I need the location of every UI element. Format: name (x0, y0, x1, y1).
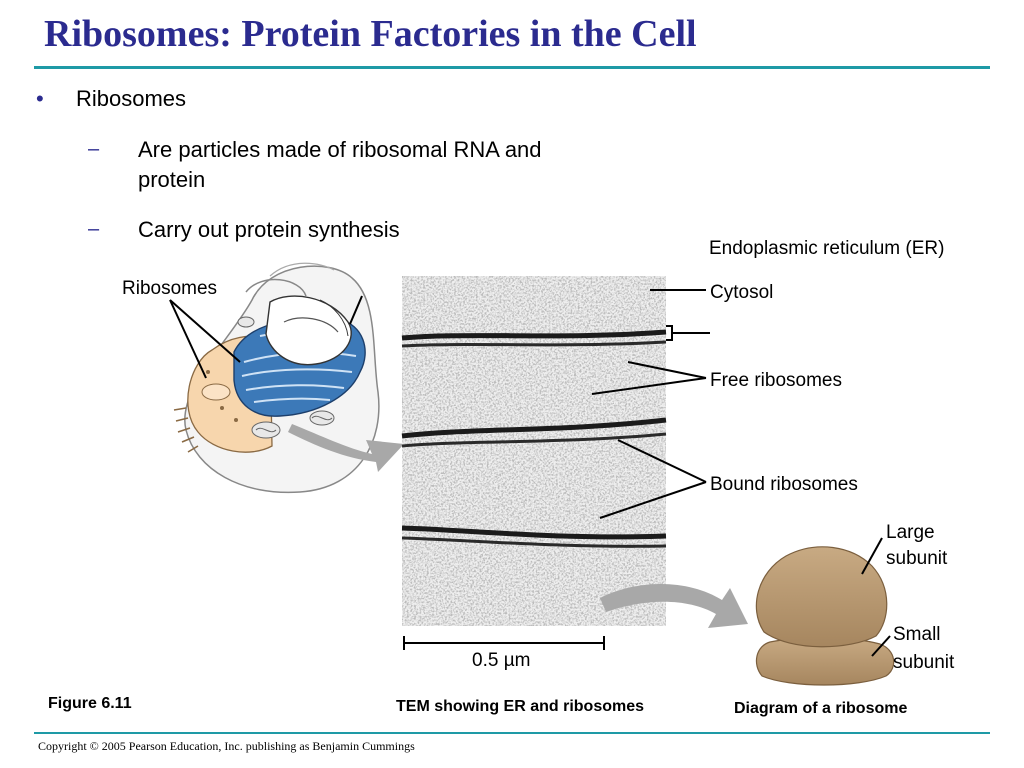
tem-pointers (591, 289, 710, 519)
subbullet-synthesis: Carry out protein synthesis (138, 217, 400, 242)
caption-diagram: Diagram of a ribosome (734, 700, 908, 717)
ribosome-diagram (755, 546, 895, 686)
ribosomes-pointers (169, 295, 363, 379)
figure-number: Figure 6.11 (48, 695, 132, 712)
scale-bar (403, 636, 605, 650)
zoom-arrow-to-tem (288, 424, 404, 472)
label-bound-ribosomes: Bound ribosomes (710, 474, 858, 495)
dash-marker: – (88, 138, 100, 160)
bullet-marker: • (36, 86, 44, 111)
label-cytosol: Cytosol (710, 282, 774, 303)
footer-divider (34, 732, 990, 734)
title-divider (34, 66, 990, 69)
scale-bar-label: 0.5 µm (472, 650, 531, 671)
label-free-ribosomes: Free ribosomes (710, 370, 842, 391)
label-er: Endoplasmic reticulum (ER) (709, 238, 945, 259)
label-small-subunit-line2: subunit (893, 652, 955, 673)
subunit-pointers (861, 537, 891, 657)
copyright: Copyright © 2005 Pearson Education, Inc.… (38, 739, 415, 753)
zoom-arrow-to-ribosome (600, 583, 748, 628)
label-large-subunit-line1: Large (886, 522, 935, 543)
bullet-ribosomes: Ribosomes (76, 86, 187, 111)
label-large-subunit-line2: subunit (886, 548, 948, 569)
cell-illustration (173, 262, 380, 494)
slide-title: Ribosomes: Protein Factories in the Cell (44, 13, 697, 55)
subbullet-particles: Are particles made of ribosomal RNA and … (138, 137, 542, 192)
tem-micrograph (401, 276, 667, 626)
label-ribosomes: Ribosomes (122, 278, 218, 299)
dash-marker: – (88, 218, 100, 240)
label-small-subunit-line1: Small (893, 624, 941, 645)
caption-tem: TEM showing ER and ribosomes (396, 698, 645, 715)
